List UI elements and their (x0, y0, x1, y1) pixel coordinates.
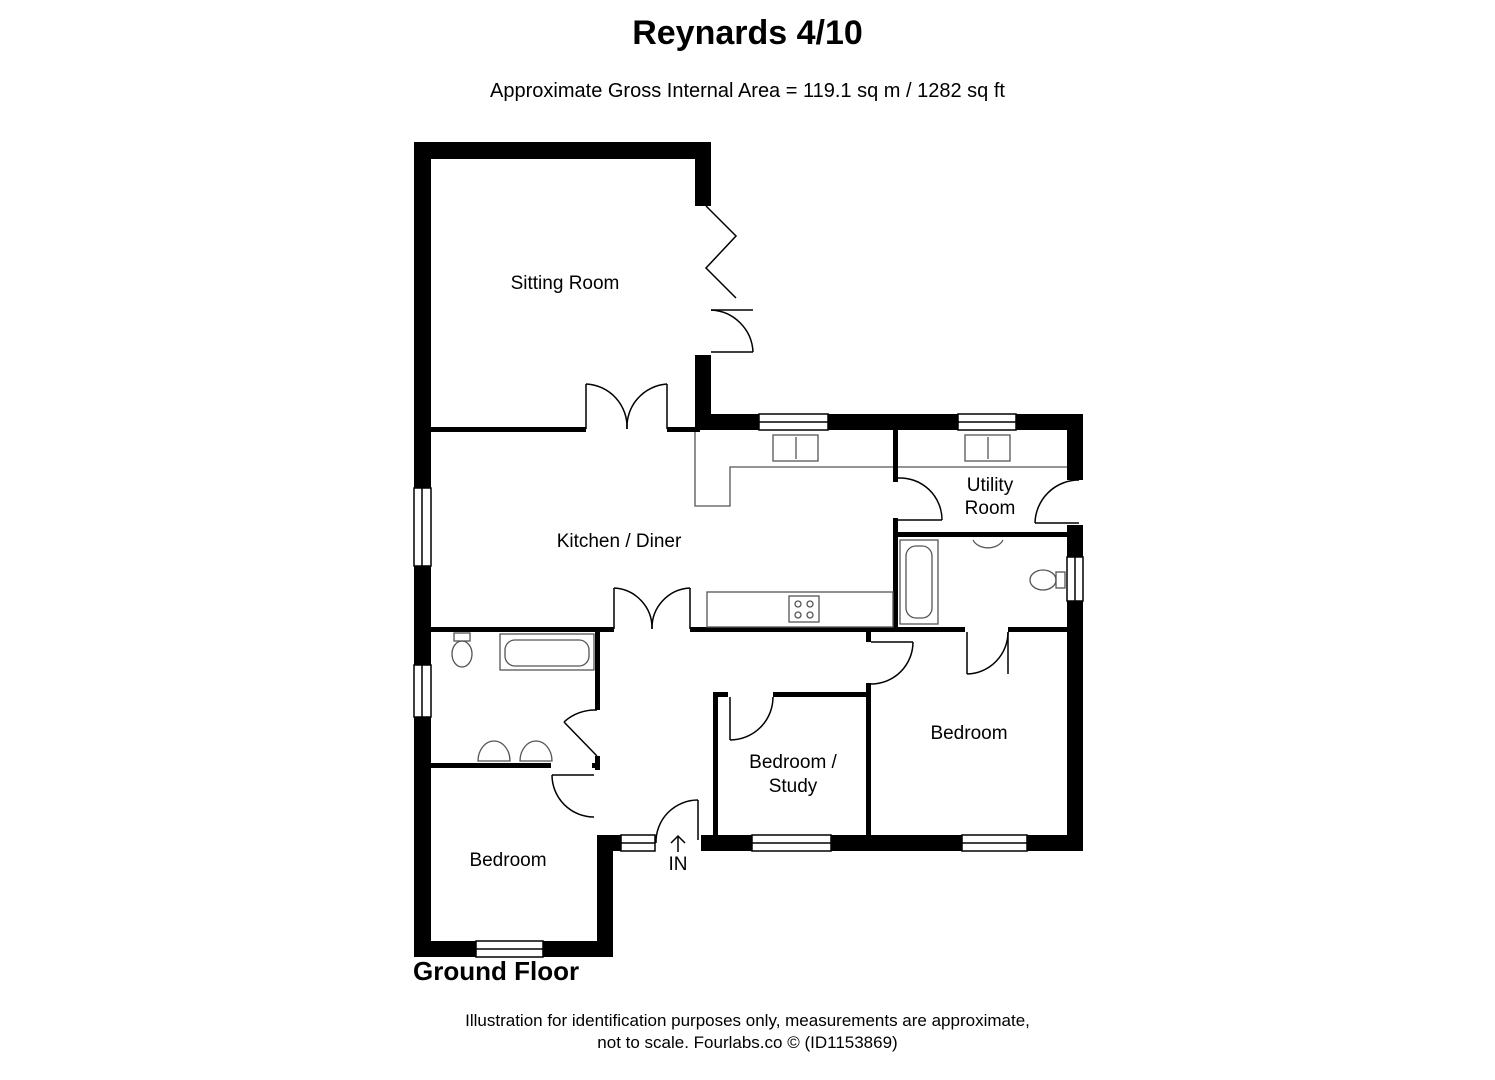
room-label-bedroom-study-line1: Bedroom / (749, 752, 837, 773)
internal-walls (431, 427, 1068, 835)
outer-walls (414, 142, 1083, 957)
disclaimer-line-1: Illustration for identification purposes… (465, 1011, 1030, 1030)
doors (551, 205, 1080, 852)
fixtures (451, 432, 1067, 762)
floor-label: Ground Floor (413, 956, 580, 986)
room-label-bedroom-east: Bedroom (930, 723, 1007, 744)
room-label-bedroom-southwest: Bedroom (469, 850, 546, 871)
page-title: Reynards 4/10 (632, 14, 863, 52)
disclaimer-line-2: not to scale. Fourlabs.co © (ID1153869) (597, 1033, 898, 1052)
room-label-bedroom-study-line2: Study (769, 776, 818, 797)
windows (413, 413, 1084, 958)
entrance-label: IN (669, 854, 688, 875)
room-label-sitting-room: Sitting Room (511, 273, 620, 294)
disclaimer: Illustration for identification purposes… (0, 1010, 1495, 1054)
room-label-kitchen-diner: Kitchen / Diner (557, 531, 682, 552)
area-subtitle: Approximate Gross Internal Area = 119.1 … (490, 80, 1005, 102)
room-label-utility-line2: Room (965, 498, 1016, 519)
room-label-utility-line1: Utility (967, 475, 1014, 496)
